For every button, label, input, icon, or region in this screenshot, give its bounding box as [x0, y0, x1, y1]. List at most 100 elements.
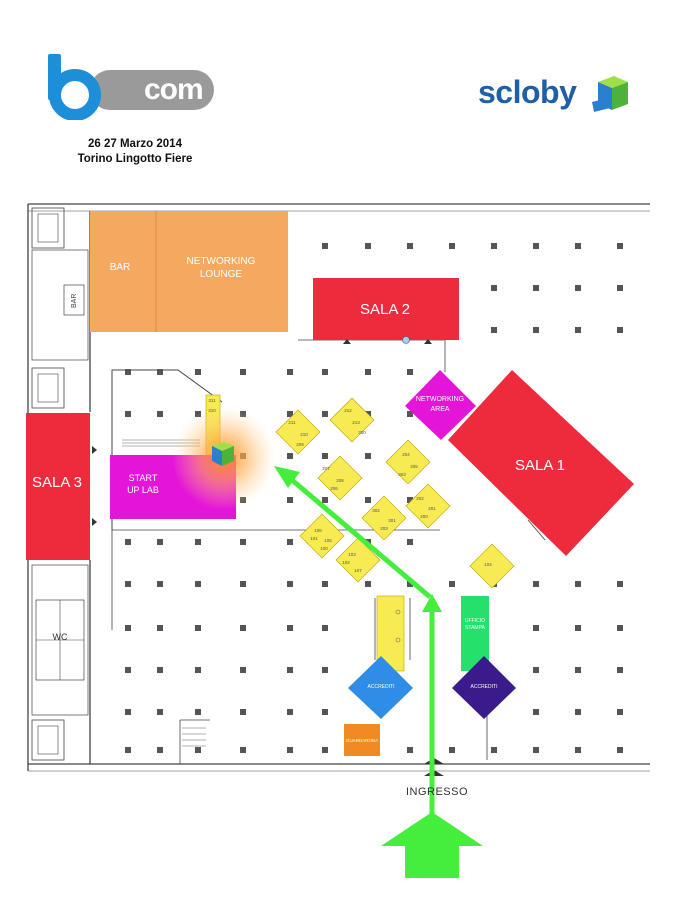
- guardaroba-room: [344, 724, 380, 756]
- pillar: [533, 709, 539, 715]
- pillar: [407, 243, 413, 249]
- pillar: [322, 411, 328, 417]
- pillar: [287, 539, 293, 545]
- pillar: [322, 369, 328, 375]
- pillar: [287, 709, 293, 715]
- door-markers: [92, 339, 444, 776]
- booth-number: 103: [348, 552, 356, 557]
- booth-number: 213: [352, 420, 360, 425]
- pillar: [287, 453, 293, 459]
- bcom-logo-text: com: [90, 70, 214, 110]
- pillar: [125, 539, 131, 545]
- bar-small-label: BAR: [71, 294, 78, 308]
- booth-number: 205: [410, 464, 418, 469]
- up-arrow-icon: [422, 594, 442, 612]
- pillar: [240, 709, 246, 715]
- pillar: [449, 581, 455, 587]
- diagonal-arrow-icon: [274, 466, 300, 488]
- pillar: [240, 747, 246, 753]
- pillar: [365, 581, 371, 587]
- accrediti-right-label: ACCREDITI: [471, 684, 498, 690]
- pillar: [575, 667, 581, 673]
- booth-number: 212: [344, 408, 352, 413]
- pillar: [407, 497, 413, 503]
- pillar: [157, 411, 163, 417]
- booth-cluster: [275, 409, 321, 455]
- bar-label: BAR: [110, 262, 131, 273]
- sala-3-room: [26, 413, 90, 560]
- networking-area-label-2: AREA: [430, 406, 449, 413]
- startup-lab-label-2: UP LAB: [127, 485, 159, 495]
- wc-label: WC: [53, 632, 68, 642]
- pillar: [365, 453, 371, 459]
- pillar: [125, 667, 131, 673]
- booth-number: 101: [310, 536, 318, 541]
- pillar: [240, 625, 246, 631]
- pillar: [617, 243, 623, 249]
- pillar: [407, 747, 413, 753]
- cube-icon: [592, 76, 628, 112]
- pillar: [195, 369, 201, 375]
- pillar: [449, 243, 455, 249]
- pillar: [125, 411, 131, 417]
- pillar: [533, 327, 539, 333]
- pillar: [491, 747, 497, 753]
- sala-1-room: [448, 370, 634, 556]
- booth-number: 207: [322, 466, 330, 471]
- pillar: [287, 497, 293, 503]
- booth-number: 104: [484, 562, 492, 567]
- pillar: [617, 747, 623, 753]
- booth-number: 107: [354, 568, 362, 573]
- pillar: [617, 667, 623, 673]
- scloby-marker-icon: [212, 442, 234, 466]
- accrediti-left-desk: [348, 656, 413, 719]
- pillar: [575, 581, 581, 587]
- pillar: [491, 243, 497, 249]
- ufficio-stampa-label-2: STAMPA: [465, 625, 485, 631]
- pillar: [365, 369, 371, 375]
- pillar: [533, 625, 539, 631]
- pillar: [240, 667, 246, 673]
- pillar: [575, 747, 581, 753]
- booth-number: 303: [398, 472, 406, 477]
- pillar: [125, 625, 131, 631]
- event-info: 26 27 Marzo 2014 Torino Lingotto Fiere: [30, 137, 240, 167]
- booth-cluster: [405, 483, 451, 529]
- pillar: [533, 243, 539, 249]
- pillar: [533, 581, 539, 587]
- event-dates: 26 27 Marzo 2014: [88, 138, 182, 150]
- pillar: [533, 285, 539, 291]
- booth-cluster: [385, 439, 431, 485]
- scloby-logo: scloby: [478, 70, 638, 120]
- pillar: [575, 709, 581, 715]
- pillar: [157, 667, 163, 673]
- pillar: [322, 243, 328, 249]
- booth-number: 206: [330, 486, 338, 491]
- booth-cluster: [469, 543, 515, 589]
- exhibitor-booths: 2112102092122133002072082062042053033023…: [208, 397, 515, 589]
- pillar: [287, 411, 293, 417]
- booth-number: 202: [416, 496, 424, 501]
- accrediti-right-desk: [452, 656, 516, 719]
- booth-number: 208: [336, 478, 344, 483]
- sala-2-room: [313, 278, 459, 340]
- networking-lounge-label-2: LOUNGE: [200, 269, 243, 280]
- event-venue: Torino Lingotto Fiere: [77, 153, 193, 165]
- booth-number: 300: [358, 430, 366, 435]
- pillar: [617, 285, 623, 291]
- booth-number: 106: [314, 528, 322, 533]
- booth-number: 211: [288, 420, 296, 425]
- networking-lounge-label-1: NETWORKING: [187, 256, 256, 267]
- pillar: [195, 539, 201, 545]
- booth-number: 210: [300, 432, 308, 437]
- booth-cluster: [329, 397, 375, 443]
- booth-number: 310: [208, 408, 216, 413]
- pillar: [195, 625, 201, 631]
- pillar: [449, 747, 455, 753]
- pillar: [287, 667, 293, 673]
- pillar: [407, 369, 413, 375]
- pillar: [240, 581, 246, 587]
- booth-number: 302: [372, 508, 380, 513]
- pillar: [287, 747, 293, 753]
